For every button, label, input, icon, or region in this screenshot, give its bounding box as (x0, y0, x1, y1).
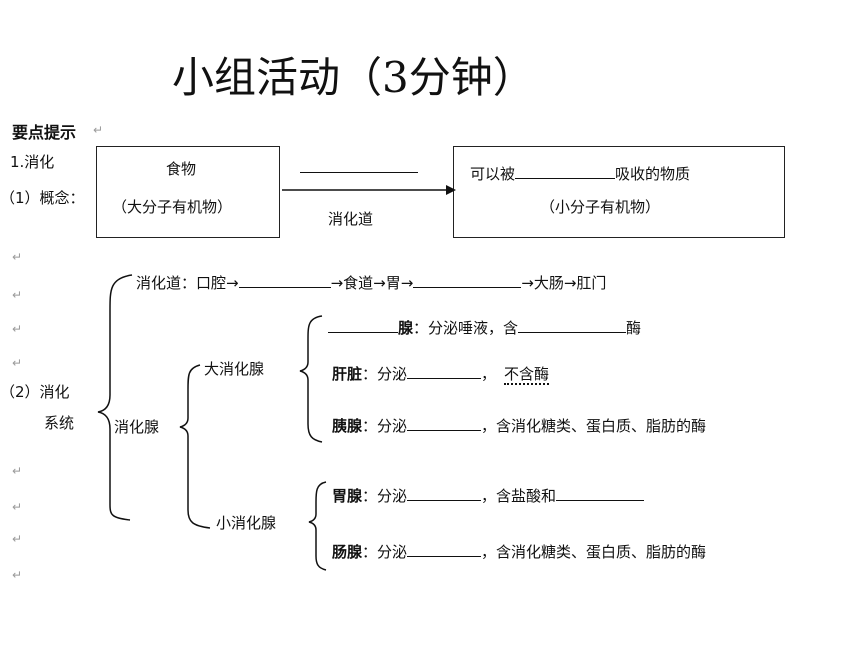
return-mark: ↵ (12, 532, 23, 546)
absorbable-text-b: 吸收的物质 (615, 165, 691, 183)
tract-blank-1 (238, 271, 331, 288)
absorbable-text: 可以被 吸收的物质 (470, 162, 690, 184)
glands-brace (179, 364, 211, 529)
pancreas-blank (407, 414, 482, 431)
tract-row: 消化道：口腔→ →食道→胃→ →大肠→肛门 (136, 271, 606, 293)
return-mark: ↵ (93, 123, 104, 137)
return-mark: ↵ (12, 500, 23, 514)
arrow-blank (300, 156, 418, 177)
tract-a: 消化道：口腔→ (136, 274, 239, 292)
food-text: 食物 (166, 160, 197, 178)
return-mark: ↵ (12, 322, 23, 336)
stomach-row: 胃腺：分泌 ，含盐酸和 (332, 484, 645, 506)
tract-b: →食道→胃→ (330, 274, 414, 292)
pancreas-row: 胰腺：分泌 ，含消化糖类、蛋白质、脂肪的酶 (332, 414, 706, 436)
small-molecule-text: （小分子有机物） (540, 198, 661, 216)
hints-heading: 要点提示 (12, 123, 77, 142)
saliva-name: 腺 (398, 319, 414, 337)
liver-blank (407, 362, 482, 379)
concept-label: （1）概念： (0, 189, 85, 207)
stomach-blank-1 (407, 484, 482, 501)
section-1-label: 1.消化 (10, 153, 55, 171)
return-mark: ↵ (12, 464, 23, 478)
system-label-a: （2）消化 (0, 383, 70, 401)
saliva-a: ：分泌唾液，含 (413, 319, 519, 337)
saliva-b: 酶 (626, 319, 642, 337)
return-mark: ↵ (12, 568, 23, 582)
arrow-head (446, 185, 456, 195)
digestive-tract-label: 消化道 (328, 210, 374, 228)
small-glands-label: 小消化腺 (216, 514, 277, 532)
liver-b: ， (481, 365, 497, 383)
intestine-a: ：分泌 (362, 543, 408, 561)
saliva-blank-2 (518, 316, 627, 333)
stomach-blank-2 (556, 484, 645, 501)
liver-a: ：分泌 (362, 365, 408, 383)
salivary-row: 腺：分泌唾液，含 酶 (328, 316, 641, 338)
pancreas-a: ：分泌 (362, 417, 408, 435)
absorbable-text-a: 可以被 (470, 165, 516, 183)
intestine-b: ，含消化糖类、蛋白质、脂肪的酶 (481, 543, 707, 561)
pancreas-name: 胰腺 (332, 417, 363, 435)
system-brace (97, 274, 133, 521)
saliva-blank-1 (328, 316, 398, 333)
intestine-row: 肠腺：分泌 ，含消化糖类、蛋白质、脂肪的酶 (332, 540, 706, 562)
system-label-b: 系统 (44, 414, 75, 432)
return-mark: ↵ (12, 356, 23, 370)
absorb-blank (515, 162, 616, 179)
stomach-b: ，含盐酸和 (481, 487, 557, 505)
slide-title: 小组活动（3分钟） (172, 53, 535, 102)
return-mark: ↵ (12, 288, 23, 302)
tract-c: →大肠→肛门 (521, 274, 607, 292)
food-box (96, 146, 280, 238)
glands-label: 消化腺 (114, 418, 160, 436)
pancreas-b: ，含消化糖类、蛋白质、脂肪的酶 (481, 417, 707, 435)
big-glands-brace (299, 315, 323, 443)
return-mark: ↵ (12, 250, 23, 264)
intestine-name: 肠腺 (332, 543, 363, 561)
absorbable-box (453, 146, 785, 238)
intestine-blank (407, 540, 482, 557)
liver-row: 肝脏：分泌 ， 不含酶 (332, 362, 550, 385)
liver-name: 肝脏 (332, 365, 363, 383)
macromolecule-text: （大分子有机物） (112, 198, 233, 216)
stomach-a: ：分泌 (362, 487, 408, 505)
stomach-name: 胃腺 (332, 487, 363, 505)
small-glands-brace (308, 481, 327, 571)
big-glands-label: 大消化腺 (204, 360, 265, 378)
liver-c: 不含酶 (504, 365, 550, 385)
tract-blank-2 (413, 271, 522, 288)
